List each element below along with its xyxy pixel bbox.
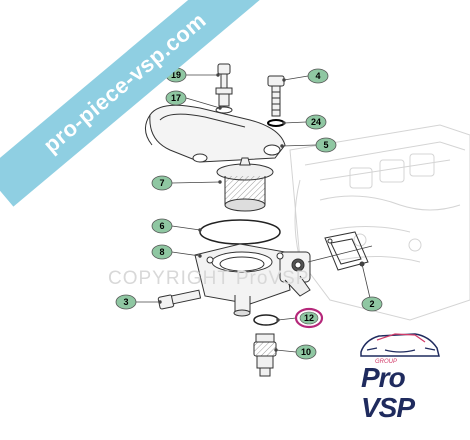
gasket-part-6	[199, 219, 281, 245]
callout-4: 4	[307, 68, 329, 84]
logo-group-text: GROUP	[375, 359, 398, 365]
callout-2: 2	[361, 296, 383, 312]
callout-5: 5	[315, 137, 337, 153]
copyright-watermark: COPYRIGHT ProVSP	[108, 268, 310, 289]
svg-text:5: 5	[323, 140, 328, 150]
svg-text:12: 12	[304, 313, 314, 323]
washer-part-12	[253, 314, 279, 326]
housing-cover	[145, 104, 286, 163]
housing-body-part-8	[194, 243, 311, 317]
square-gasket-part-2	[324, 231, 369, 271]
callout-7: 7	[151, 175, 173, 191]
svg-text:24: 24	[311, 117, 321, 127]
leader-lines	[136, 73, 373, 353]
callout-8: 8	[151, 244, 173, 260]
svg-text:10: 10	[301, 347, 311, 357]
sensor-part-10	[253, 333, 277, 377]
thermostat-part-7	[216, 157, 274, 212]
washer-part-17	[215, 106, 233, 114]
bolt-part-3	[157, 289, 202, 310]
svg-text:6: 6	[159, 221, 164, 231]
callout-10: 10	[295, 344, 317, 360]
svg-text:17: 17	[171, 93, 181, 103]
callout-6: 6	[151, 218, 173, 234]
svg-text:3: 3	[123, 297, 128, 307]
callout-24: 24	[305, 114, 327, 130]
svg-text:19: 19	[171, 70, 181, 80]
logo-pro-text: Pro	[361, 362, 406, 393]
logo-vsp-text: VSP	[361, 392, 415, 423]
callout-3: 3	[115, 294, 137, 310]
svg-text:7: 7	[159, 178, 164, 188]
car-outline-icon	[360, 333, 440, 357]
callout-17: 17	[165, 90, 187, 106]
bolt-part-4	[267, 75, 285, 117]
svg-text:8: 8	[159, 247, 164, 257]
sensor-part-19	[215, 63, 233, 107]
callout-12: 12	[294, 307, 324, 329]
provsp-logo: GROUP Pro VSP	[355, 326, 445, 432]
svg-text:4: 4	[315, 71, 320, 81]
oring-part-24	[267, 119, 285, 127]
engine-block-background	[289, 124, 470, 321]
svg-text:2: 2	[369, 299, 374, 309]
